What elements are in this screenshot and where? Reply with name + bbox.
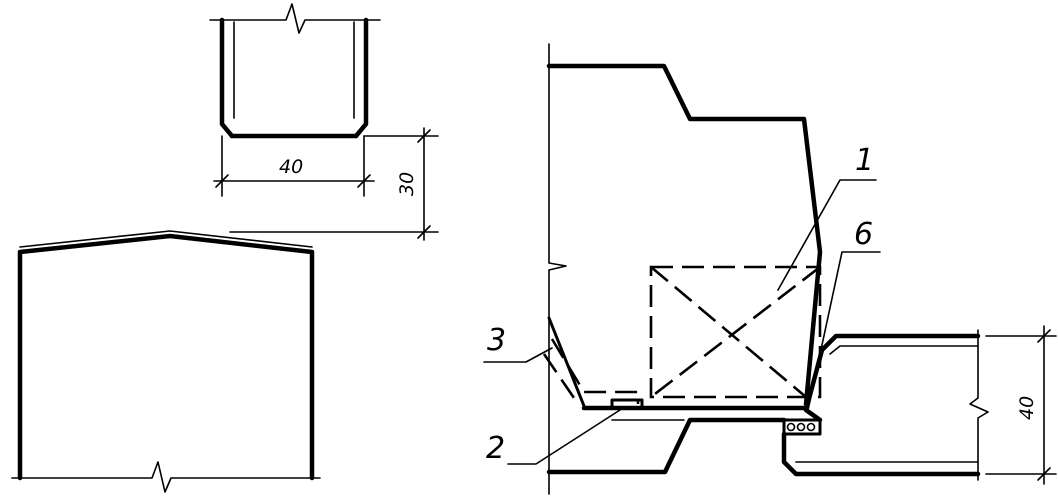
channel-right-wall-outer bbox=[353, 17, 369, 139]
right-element-break bbox=[969, 329, 989, 481]
height-tick-bottom bbox=[417, 225, 431, 239]
gasket-bead-a bbox=[786, 422, 796, 432]
upper-element-profile bbox=[546, 63, 823, 407]
dashed-profile-3-inner bbox=[542, 353, 576, 399]
gasket-bead-b bbox=[796, 422, 806, 432]
right-element-inner-top bbox=[829, 345, 979, 355]
height-dimension-value: 30 bbox=[396, 172, 418, 196]
channel-section-detail: 40 30 bbox=[209, 3, 439, 241]
gasket-bead-c bbox=[806, 422, 816, 432]
width-tick-left bbox=[215, 174, 229, 188]
right-dimension-value: 40 bbox=[1016, 396, 1038, 420]
callout-1: 1 bbox=[855, 143, 874, 178]
right-element-bottom bbox=[781, 431, 981, 477]
leader-6 bbox=[807, 251, 881, 411]
callout-6: 6 bbox=[854, 217, 873, 252]
leader-1 bbox=[777, 179, 877, 291]
height-tick-top bbox=[417, 129, 431, 143]
dashed-diagonal-b bbox=[650, 265, 821, 399]
channel-left-wall-outer bbox=[219, 17, 235, 139]
width-tick-right bbox=[357, 174, 371, 188]
channel-break-line bbox=[209, 3, 381, 34]
silhouette-base-break bbox=[11, 461, 321, 493]
lower-element-step bbox=[546, 417, 787, 475]
right-dim-tick-bottom bbox=[1037, 467, 1051, 481]
seal-strip-2 bbox=[610, 398, 644, 410]
right-dim-tick-top bbox=[1037, 329, 1051, 343]
width-dimension-value: 40 bbox=[279, 156, 303, 178]
silhouette-ridge-inner bbox=[19, 230, 313, 248]
dashed-box-1 bbox=[649, 265, 822, 399]
joint-detail: 40 1 6 3 2 bbox=[483, 43, 1057, 495]
leader-2 bbox=[507, 409, 621, 465]
silhouette-outline bbox=[17, 233, 315, 481]
callout-3: 3 bbox=[487, 323, 506, 358]
lower-element-left-edge bbox=[547, 316, 586, 408]
dashed-diagonal-a bbox=[650, 266, 807, 398]
callout-2: 2 bbox=[486, 431, 505, 466]
leader-3 bbox=[483, 347, 553, 363]
vertical-break-line bbox=[548, 43, 567, 495]
gabled-silhouette bbox=[11, 230, 321, 493]
gasket-6 bbox=[782, 418, 822, 436]
dashed-profile-3 bbox=[550, 338, 640, 404]
right-element-left-wall bbox=[803, 333, 981, 423]
